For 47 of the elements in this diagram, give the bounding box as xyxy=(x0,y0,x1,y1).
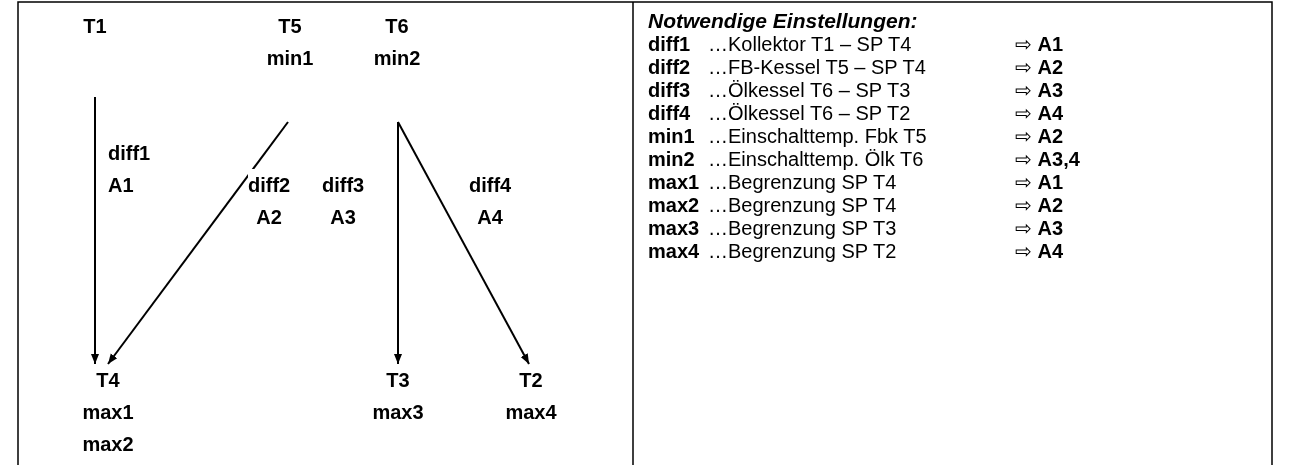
table-cell-text: ⇨ A4 xyxy=(1015,102,1065,125)
table-cell-text: ⇨ A2 xyxy=(1015,194,1065,217)
table-cell: …Begrenzung SP T3 xyxy=(708,217,1015,240)
table-cell: ⇨ A3,4 xyxy=(1015,148,1080,171)
table-cell-text: min2 xyxy=(648,148,696,171)
table-cell: …Einschalttemp. Ölk T6 xyxy=(708,148,1015,171)
table-cell: …Ölkessel T6 – SP T3 xyxy=(708,79,1015,102)
node-label: T2 xyxy=(519,368,543,393)
table-cell-text: ⇨ A1 xyxy=(1015,171,1065,194)
table-cell-text: ⇨ A2 xyxy=(1015,56,1065,79)
table-cell-text: diff1 xyxy=(648,33,692,56)
node-label: T4 xyxy=(96,368,120,393)
table-cell-text: max1 xyxy=(648,171,701,194)
table-cell-text: ⇨ A2 xyxy=(1015,125,1065,148)
table-cell-text: max4 xyxy=(648,240,701,263)
table-cell-text: ⇨ A4 xyxy=(1015,240,1065,263)
node-label: max3 xyxy=(372,400,424,425)
table-cell: …Einschalttemp. Fbk T5 xyxy=(708,125,1015,148)
table-cell-text: ⇨ A1 xyxy=(1015,33,1065,56)
table-cell-text: max3 xyxy=(648,217,701,240)
table-cell-text: min1 xyxy=(648,125,696,148)
table-cell: …Begrenzung SP T4 xyxy=(708,194,1015,217)
node-label: min2 xyxy=(373,46,421,71)
arrow xyxy=(91,96,99,365)
table-cell-text: ⇨ A3 xyxy=(1015,79,1065,102)
table-cell-text: max2 xyxy=(648,194,701,217)
table-cell: …Ölkessel T6 – SP T2 xyxy=(708,102,1015,125)
table-cell-text: diff2 xyxy=(648,56,692,79)
table-cell-text: diff4 xyxy=(648,102,692,125)
table-cell-text: ⇨ A3 xyxy=(1015,217,1065,240)
table-heading: Notwendige Einstellungen: xyxy=(648,8,918,33)
table-cell: …Begrenzung SP T2 xyxy=(708,240,1015,263)
arrow xyxy=(394,121,402,365)
node-label: T3 xyxy=(386,368,410,393)
node-label: T5 xyxy=(278,14,302,39)
table-cell: …Begrenzung SP T4 xyxy=(708,171,1015,194)
node-label: max4 xyxy=(505,400,557,425)
table-cell: …Kollektor T1 – SP T4 xyxy=(708,33,1015,56)
node-label: T6 xyxy=(385,14,409,39)
table-cell-text: diff3 xyxy=(648,79,692,102)
arrow xyxy=(107,121,289,365)
node-label: min1 xyxy=(266,46,314,71)
node-label: T1 xyxy=(83,14,107,39)
node-label: max1 xyxy=(82,400,134,425)
table-cell: …FB-Kessel T5 – SP T4 xyxy=(708,56,1015,79)
node-label: max2 xyxy=(82,432,134,457)
arrow xyxy=(397,121,530,365)
